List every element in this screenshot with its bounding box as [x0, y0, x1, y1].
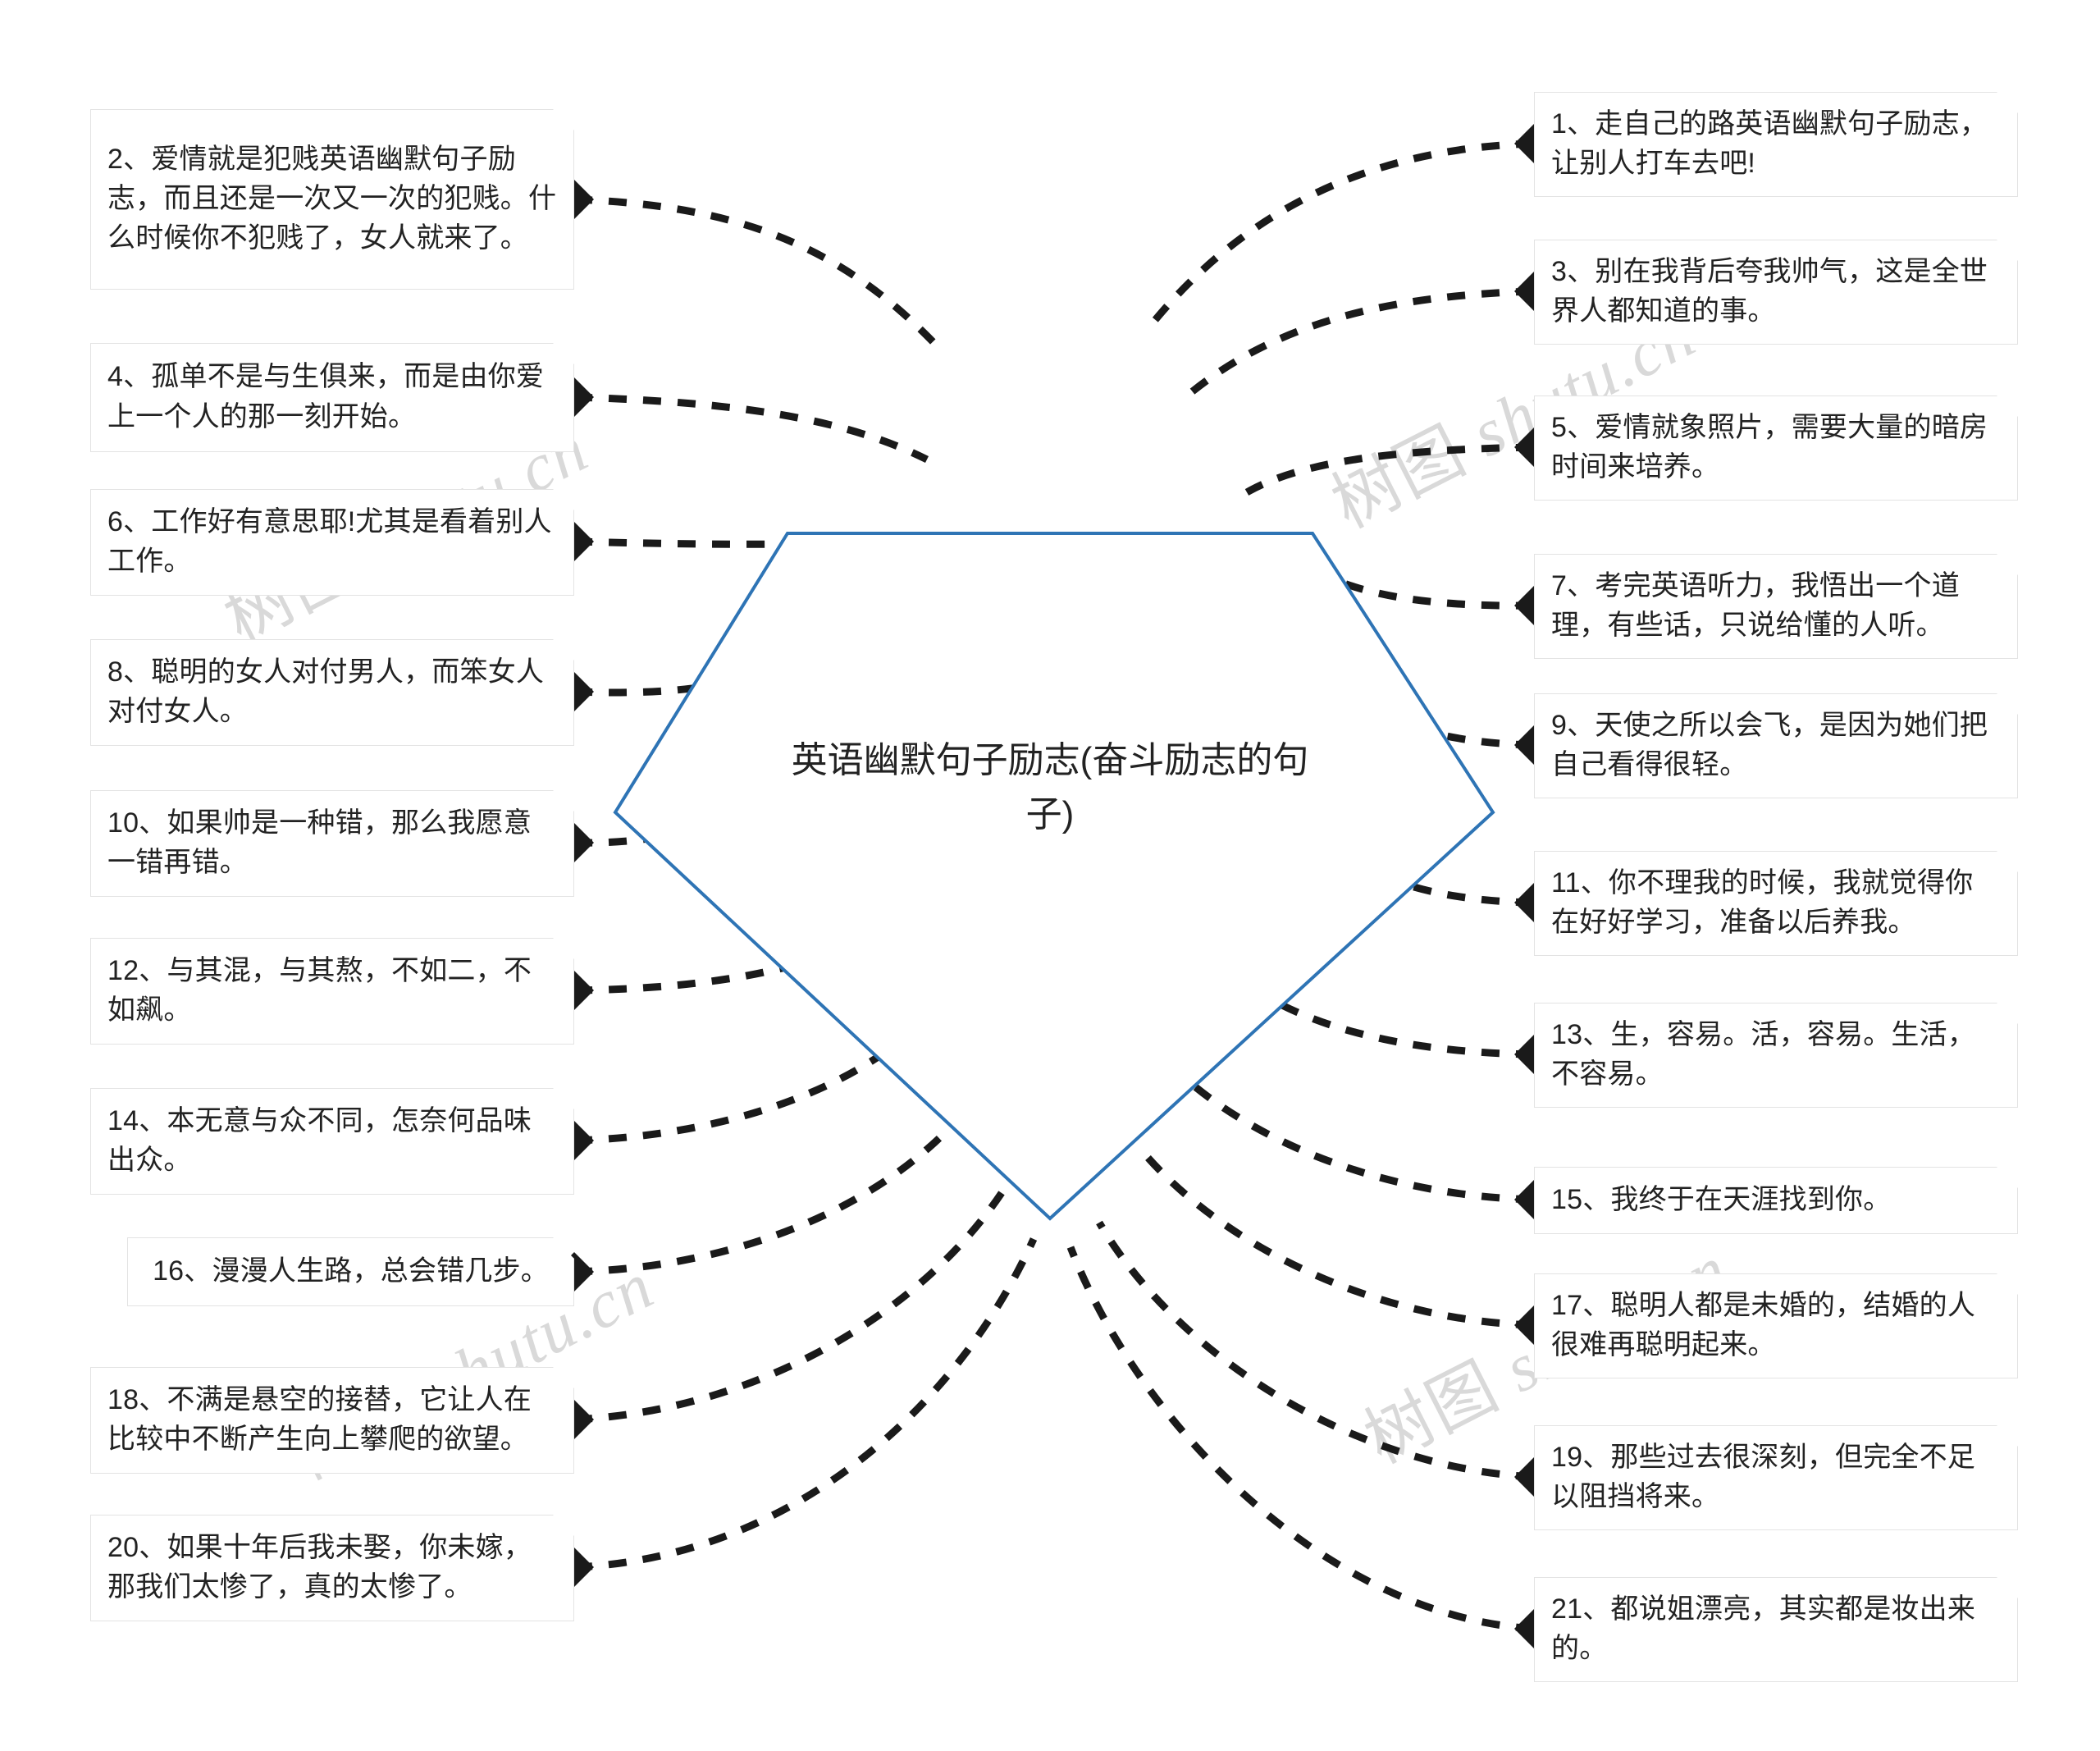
center-topic-label: 英语幽默句子励志(奋斗励志的句子) [791, 740, 1309, 834]
note-text: 7、考完英语听力，我悟出一个道理，有些话，只说给懂的人听。 [1551, 569, 1960, 641]
list-item[interactable]: 13、生，容易。活，容易。生活，不容易。 [1534, 1003, 2018, 1108]
list-item[interactable]: 14、本无意与众不同，怎奈何品味出众。 [90, 1088, 574, 1195]
connector-left-14 [573, 1014, 930, 1145]
center-pentagon [613, 532, 1495, 1221]
note-text: 5、爱情就象照片，需要大量的暗房时间来培养。 [1551, 411, 1988, 482]
connector-right-1 [1145, 139, 1535, 331]
list-item[interactable]: 16、漫漫人生路，总会错几步。 [127, 1237, 574, 1306]
list-item[interactable]: 9、天使之所以会飞，是因为她们把自己看得很轻。 [1534, 693, 2018, 798]
list-item[interactable]: 6、工作好有意思耶!尤其是看着别人工作。 [90, 489, 574, 596]
list-item[interactable]: 12、与其混，与其熬，不如二，不如飙。 [90, 938, 574, 1045]
center-topic[interactable]: 英语幽默句子励志(奋斗励志的句子) [779, 706, 1321, 870]
list-item[interactable]: 4、孤单不是与生俱来，而是由你爱上一个人的那一刻开始。 [90, 343, 574, 452]
note-text: 18、不满是悬空的接替，它让人在比较中不断产生向上攀爬的欲望。 [107, 1383, 532, 1455]
note-text: 14、本无意与众不同，怎奈何品味出众。 [107, 1104, 532, 1176]
list-item[interactable]: 2、爱情就是犯贱英语幽默句子励志，而且还是一次又一次的犯贱。什么时候你不犯贱了，… [90, 109, 574, 290]
connector-right-17 [1137, 1146, 1535, 1329]
list-item[interactable]: 10、如果帅是一种错，那么我愿意一错再错。 [90, 790, 574, 897]
note-text: 3、别在我背后夸我帅气，这是全世界人都知道的事。 [1551, 255, 1988, 327]
list-item[interactable]: 7、考完英语听力，我悟出一个道理，有些话，只说给懂的人听。 [1534, 554, 2018, 659]
connector-left-2 [573, 195, 947, 356]
note-text: 8、聪明的女人对付男人，而笨女人对付女人。 [107, 656, 545, 727]
list-item[interactable]: 18、不满是悬空的接替，它让人在比较中不断产生向上攀爬的欲望。 [90, 1367, 574, 1474]
list-item[interactable]: 1、走自己的路英语幽默句子励志，让别人打车去吧! [1534, 92, 2018, 197]
list-item[interactable]: 20、如果十年后我未娶，你未嫁，那我们太惨了，真的太惨了。 [90, 1515, 574, 1621]
connector-right-7 [1285, 546, 1535, 610]
note-text: 16、漫漫人生路，总会错几步。 [153, 1255, 549, 1287]
list-item[interactable]: 15、我终于在天涯找到你。 [1534, 1167, 2018, 1234]
connector-right-19 [1096, 1220, 1535, 1481]
connector-left-4 [573, 393, 929, 464]
note-text: 20、如果十年后我未娶，你未嫁，那我们太惨了，真的太惨了。 [107, 1531, 532, 1602]
list-item[interactable]: 5、爱情就象照片，需要大量的暗房时间来培养。 [1534, 395, 2018, 501]
connector-left-16 [573, 1105, 971, 1276]
note-text: 15、我终于在天涯找到你。 [1551, 1183, 1892, 1215]
note-text: 2、爱情就是犯贱英语幽默句子励志，而且还是一次又一次的犯贱。什么时候你不犯贱了，… [107, 143, 557, 254]
list-item[interactable]: 11、你不理我的时候，我就觉得你在好好学习，准备以后养我。 [1534, 851, 2018, 956]
note-text: 4、孤单不是与生俱来，而是由你爱上一个人的那一刻开始。 [107, 361, 545, 432]
list-item[interactable]: 17、聪明人都是未婚的，结婚的人很难再聪明起来。 [1534, 1273, 2018, 1378]
connector-left-18 [573, 1179, 1012, 1424]
list-item[interactable]: 19、那些过去很深刻，但完全不足以阻挡将来。 [1534, 1425, 2018, 1530]
connector-right-5 [1244, 443, 1535, 496]
list-item[interactable]: 8、聪明的女人对付男人，而笨女人对付女人。 [90, 639, 574, 746]
note-text: 13、生，容易。活，容易。生活，不容易。 [1551, 1018, 1976, 1090]
note-text: 6、工作好有意思耶!尤其是看着别人工作。 [107, 505, 552, 577]
note-text: 10、如果帅是一种错，那么我愿意一错再错。 [107, 807, 532, 878]
connector-right-13 [1244, 981, 1535, 1058]
connector-left-20 [573, 1237, 1038, 1571]
connector-right-21 [1066, 1246, 1535, 1633]
note-text: 19、那些过去很深刻，但完全不足以阻挡将来。 [1551, 1441, 1976, 1512]
note-text: 9、天使之所以会飞，是因为她们把自己看得很轻。 [1551, 709, 1988, 780]
note-text: 21、都说姐漂亮，其实都是妆出来的。 [1551, 1593, 1976, 1664]
list-item[interactable]: 3、别在我背后夸我帅气，这是全世界人都知道的事。 [1534, 240, 2018, 345]
list-item[interactable]: 21、都说姐漂亮，其实都是妆出来的。 [1534, 1577, 2018, 1682]
note-text: 17、聪明人都是未婚的，结婚的人很难再聪明起来。 [1551, 1289, 1976, 1360]
note-text: 1、走自己的路英语幽默句子励志，让别人打车去吧! [1551, 107, 1988, 179]
connector-right-3 [1187, 287, 1535, 397]
note-text: 12、与其混，与其熬，不如二，不如飙。 [107, 954, 532, 1026]
note-text: 11、你不理我的时候，我就觉得你在好好学习，准备以后养我。 [1551, 866, 1974, 938]
